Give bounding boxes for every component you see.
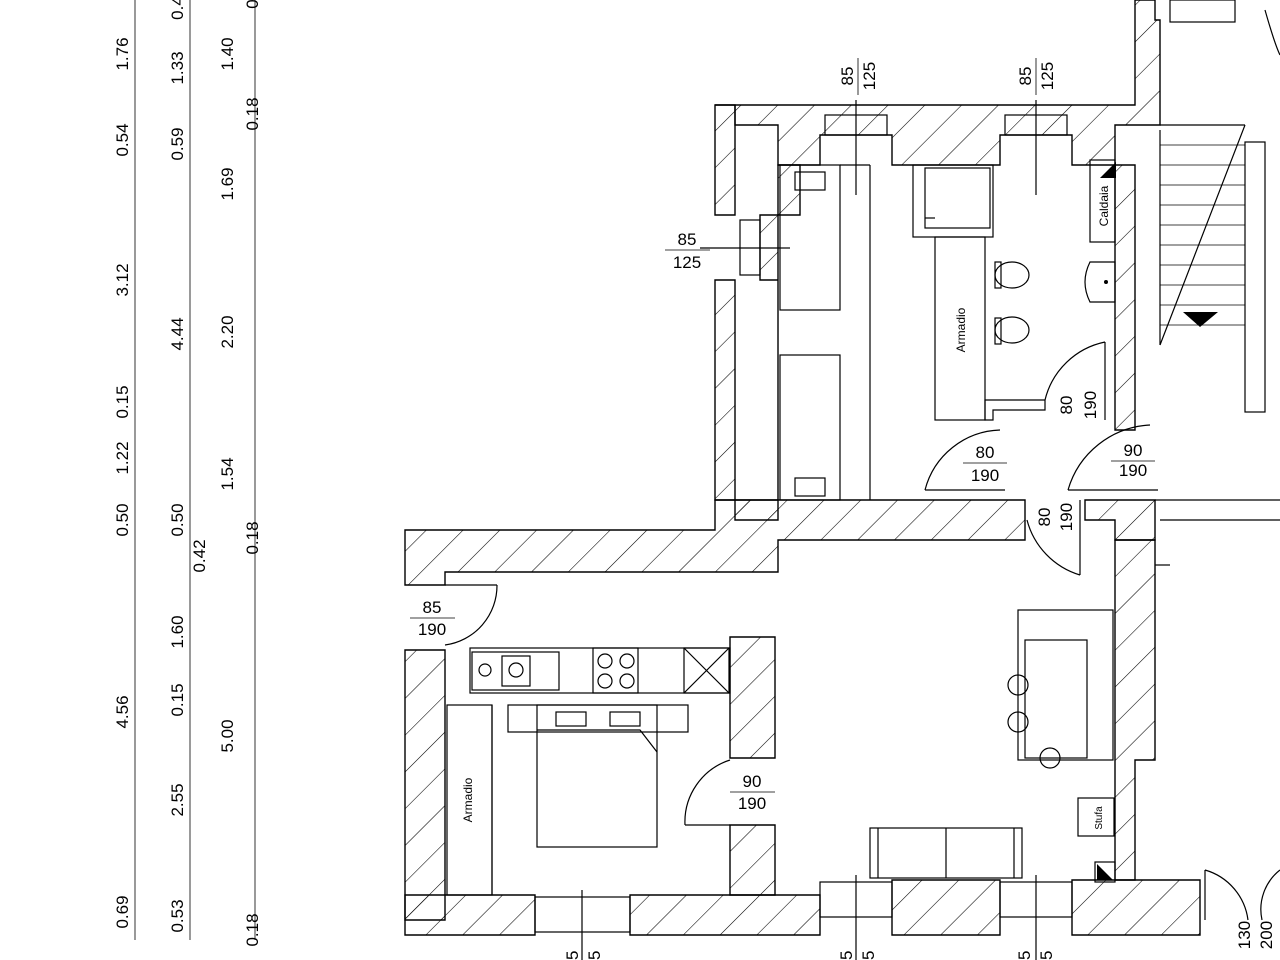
walls xyxy=(404,0,1201,936)
bottom-label-4: 5 xyxy=(859,951,878,960)
bathroom: Caldaia xyxy=(984,159,1116,421)
upper-room: Armadio xyxy=(779,164,986,501)
wall-lower-left xyxy=(404,649,446,921)
door-stair-height: 190 xyxy=(1119,461,1147,480)
room-label-armadio-bottom: Armadio xyxy=(461,777,475,822)
boiler xyxy=(1089,159,1116,243)
dim-b-10: 0.53 xyxy=(168,899,187,932)
door-bath-height: 190 xyxy=(1081,391,1100,419)
bottom-label-1: 5 xyxy=(563,951,582,960)
door-bedroom-height: 190 xyxy=(738,794,766,813)
bed-upper xyxy=(779,354,841,501)
dim-c-6: 1.54 xyxy=(218,457,237,490)
opening-labels: 85 125 85 125 85 125 80 190 80 190 90 19… xyxy=(410,58,1276,960)
dim-a-6: 0.50 xyxy=(113,503,132,536)
window-left-width: 85 xyxy=(678,230,697,249)
wardrobe-left xyxy=(779,164,841,311)
kitchen-sink xyxy=(471,651,560,691)
wall-lower-right xyxy=(1114,539,1156,881)
stove-heater xyxy=(1077,797,1115,837)
dim-a-3: 3.12 xyxy=(113,263,132,296)
door-bath-width: 80 xyxy=(1057,396,1076,415)
double-bed xyxy=(536,704,658,848)
dim-c-5: 2.20 xyxy=(218,315,237,348)
dim-b-6: 0.42 xyxy=(190,539,209,572)
door-right-height: 200 xyxy=(1257,921,1276,949)
door-hall-width: 80 xyxy=(1035,508,1054,527)
bottom-label-2: 5 xyxy=(585,951,604,960)
bottom-label-6: 5 xyxy=(1037,951,1056,960)
dim-a-4: 0.15 xyxy=(113,385,132,418)
windows xyxy=(534,100,1073,960)
window-top-2-width: 85 xyxy=(1016,67,1035,86)
dim-c-1: 0 xyxy=(243,0,262,9)
sink xyxy=(1084,261,1116,303)
dim-c-8: 5.00 xyxy=(218,719,237,752)
doors xyxy=(444,341,1280,921)
dim-a-2: 0.54 xyxy=(113,123,132,156)
dim-c-4: 1.69 xyxy=(218,167,237,200)
dim-b-9: 2.55 xyxy=(168,783,187,816)
door-entry-height: 190 xyxy=(418,620,446,639)
dining-table xyxy=(1017,609,1114,761)
headboard xyxy=(507,704,689,733)
toilet xyxy=(994,316,1030,344)
wall-bedroom-partition xyxy=(729,636,776,896)
pillow xyxy=(794,477,826,497)
wardrobe xyxy=(934,236,986,421)
window-left-height: 125 xyxy=(673,253,701,272)
stove xyxy=(592,647,639,694)
wall-middle xyxy=(404,499,1026,586)
shower-inner xyxy=(924,167,991,229)
dimension-chains: 1.76 0.54 3.12 0.15 1.22 0.50 4.56 0.69 … xyxy=(113,0,262,947)
stair-arrow-icon xyxy=(1183,312,1218,327)
room-label-stufa: Stufa xyxy=(1094,806,1105,830)
dim-b-5: 0.50 xyxy=(168,503,187,536)
dim-b-3: 0.59 xyxy=(168,127,187,160)
door-stair-width: 90 xyxy=(1124,441,1143,460)
dim-a-1: 1.76 xyxy=(113,37,132,70)
door-bedroom-top-height: 190 xyxy=(971,466,999,485)
door-hall-height: 190 xyxy=(1057,503,1076,531)
window-top-1-height: 125 xyxy=(860,62,879,90)
wall-upper-right xyxy=(1114,164,1136,431)
bottom-label-5: 5 xyxy=(1015,951,1034,960)
room-label-caldaia: Caldaia xyxy=(1097,185,1111,226)
dim-a-7: 4.56 xyxy=(113,695,132,728)
dining: Stufa xyxy=(869,609,1116,883)
wall-bottom xyxy=(404,879,1201,936)
dim-b-4: 4.44 xyxy=(168,317,187,350)
pillow xyxy=(794,171,826,191)
dim-b-1: 0.4 xyxy=(168,0,187,20)
wall-top xyxy=(715,0,1161,166)
dim-b-7: 1.60 xyxy=(168,615,187,648)
door-entry-width: 85 xyxy=(423,598,442,617)
dim-c-7: 0.18 xyxy=(243,521,262,554)
room-label-armadio-top: Armadio xyxy=(954,307,968,352)
window-top-1-width: 85 xyxy=(838,67,857,86)
stairway xyxy=(1155,0,1280,521)
dim-c-3: 0.18 xyxy=(243,97,262,130)
dim-c-9: 0.18 xyxy=(243,913,262,946)
bottom-label-3: 5 xyxy=(837,951,856,960)
door-bedroom-top-width: 80 xyxy=(976,443,995,462)
dim-c-2: 1.40 xyxy=(218,37,237,70)
kitchen xyxy=(469,647,731,694)
dim-b-2: 1.33 xyxy=(168,51,187,84)
bidet xyxy=(994,261,1030,289)
door-right-width: 130 xyxy=(1235,921,1254,949)
door-bedroom-width: 90 xyxy=(743,772,762,791)
window-top-2-height: 125 xyxy=(1038,62,1057,90)
wall-middle-right xyxy=(1084,499,1156,541)
dim-b-8: 0.15 xyxy=(168,683,187,716)
bedroom: Armadio xyxy=(446,704,689,896)
dim-a-5: 1.22 xyxy=(113,441,132,474)
dim-a-8: 0.69 xyxy=(113,895,132,928)
wall-upper-left xyxy=(714,104,801,521)
